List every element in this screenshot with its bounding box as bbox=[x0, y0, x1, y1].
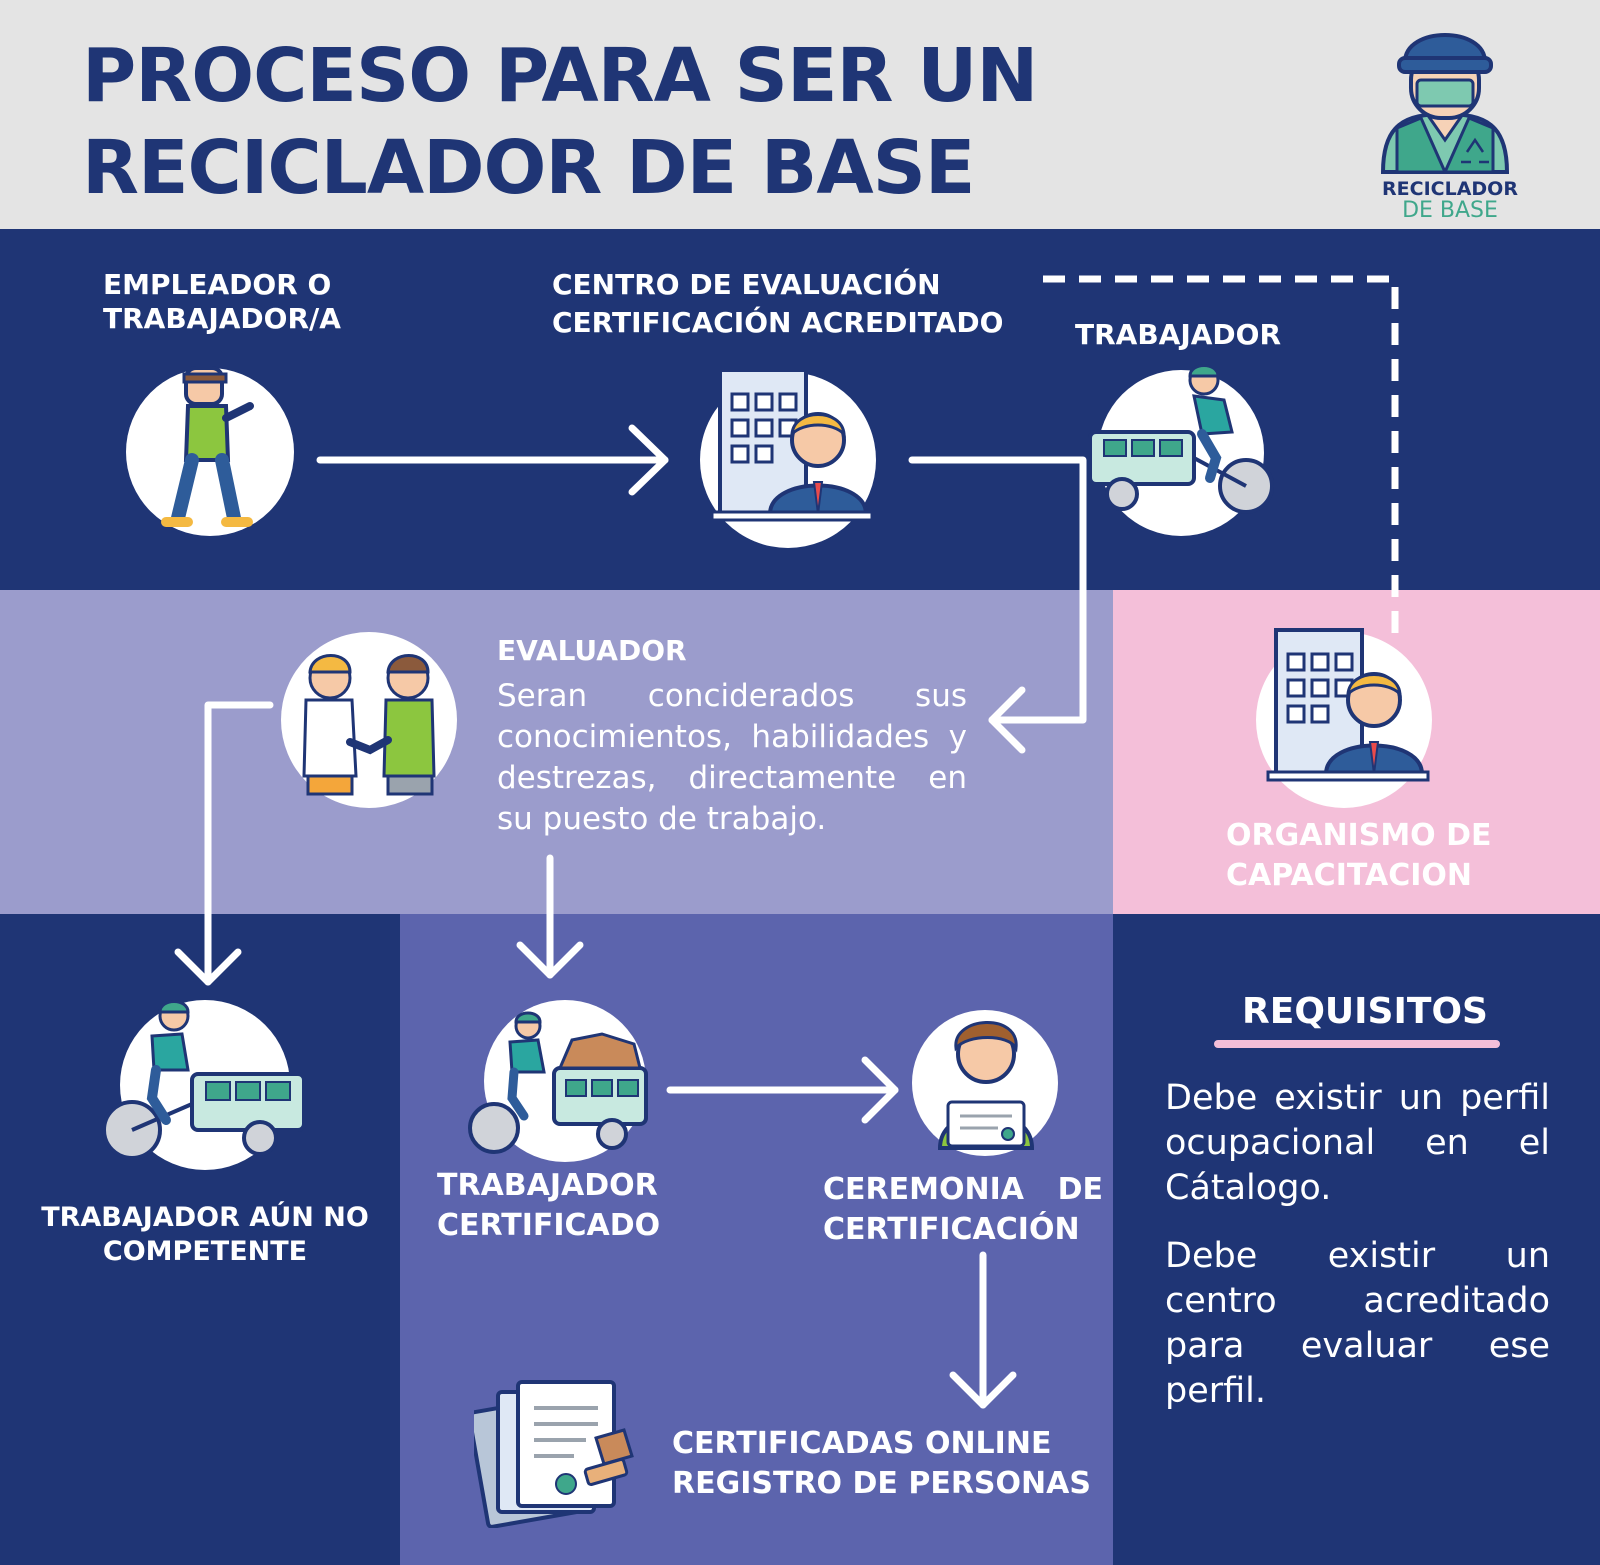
logo-text-1: RECICLADOR bbox=[1382, 178, 1518, 200]
logo-text-2: DE BASE bbox=[1402, 198, 1498, 223]
label-evaluator: EVALUADOR bbox=[497, 634, 687, 667]
office-building-agent-icon bbox=[1266, 628, 1430, 782]
label-center-line-1: CENTRO DE EVALUACIÓN bbox=[552, 268, 941, 301]
requirements-underline bbox=[1214, 1040, 1500, 1048]
requirements-title: REQUISITOS bbox=[1242, 991, 1488, 1032]
label-center: CENTRO DE EVALUACIÓN CERTIFICACIÓN ACRED… bbox=[552, 268, 1032, 340]
label-center-line-2: CERTIFICACIÓN ACREDITADO bbox=[552, 306, 1004, 339]
label-certified-worker: TRABAJADOR CERTIFICADO bbox=[437, 1168, 661, 1243]
handshake-icon bbox=[302, 654, 436, 796]
arrow-evaluator-to-not-competent bbox=[204, 701, 274, 986]
page-title: PROCESO PARA SER UN RECICLADOR DE BASE bbox=[82, 30, 1232, 214]
label-online-line-2: REGISTRO DE PERSONAS bbox=[672, 1466, 1091, 1501]
cargo-tricycle-rider-icon bbox=[468, 1011, 648, 1154]
evaluator-description: Seran conciderados sus conocimientos, ha… bbox=[497, 678, 967, 837]
band-evaluator bbox=[0, 590, 1113, 914]
header-band bbox=[0, 0, 1600, 229]
walking-person-icon bbox=[161, 366, 254, 527]
cargo-tricycle-rider-icon bbox=[1088, 364, 1274, 514]
documents-stamp-icon bbox=[474, 1380, 634, 1528]
label-worker: TRABAJADOR bbox=[1075, 318, 1282, 351]
certificate-holder-icon bbox=[937, 1021, 1035, 1150]
label-employer: EMPLEADOR O TRABAJADOR/A bbox=[103, 268, 341, 335]
dashed-link-training bbox=[1043, 275, 1399, 645]
office-building-agent-icon bbox=[710, 368, 874, 522]
title-line-2: RECICLADOR DE BASE bbox=[82, 125, 975, 211]
recycle-icon bbox=[1461, 137, 1489, 164]
band-requirements bbox=[1113, 914, 1600, 1565]
label-online-line-1: CERTIFICADAS ONLINE bbox=[672, 1426, 1052, 1461]
title-line-1: PROCESO PARA SER UN bbox=[82, 33, 1038, 119]
worker-cap-logo-icon bbox=[1380, 33, 1510, 174]
label-training-body: ORGANISMO DE CAPACITACION bbox=[1226, 818, 1492, 893]
arrow-worker-to-evaluator bbox=[908, 456, 1087, 724]
requirement-1: Debe existir un perfil ocupacional en el… bbox=[1165, 1078, 1550, 1208]
label-not-competent: TRABAJADOR AÚN NO COMPETENTE bbox=[41, 1202, 369, 1267]
label-online: CERTIFICADAS ONLINE REGISTRO DE PERSONAS bbox=[672, 1424, 1112, 1504]
cargo-tricycle-rider-icon bbox=[102, 1000, 306, 1160]
requirement-2: Debe existir un centro acreditado para e… bbox=[1165, 1236, 1550, 1411]
label-ceremony: CEREMONIA DE CERTIFICACIÓN bbox=[823, 1172, 1103, 1247]
